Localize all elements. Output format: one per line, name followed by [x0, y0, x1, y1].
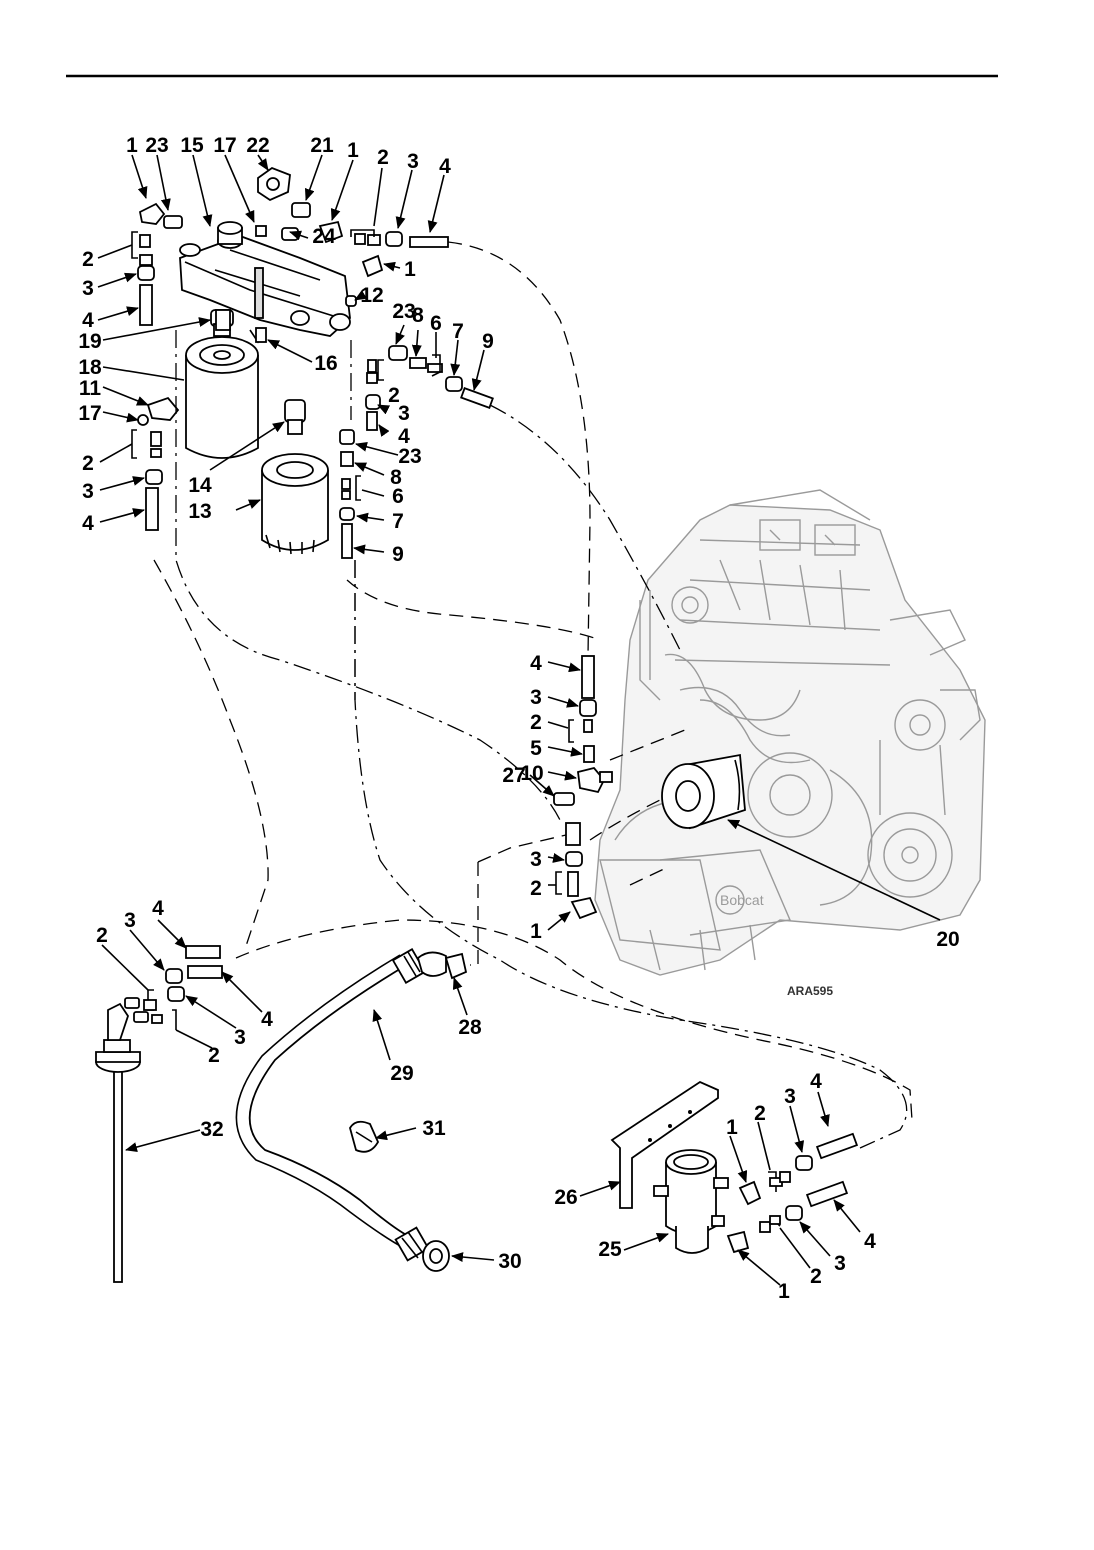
callout: 8	[412, 304, 424, 327]
callout: 31	[422, 1117, 446, 1140]
callout: 2	[208, 1044, 220, 1067]
callout: 9	[392, 543, 404, 566]
callout: 21	[310, 134, 334, 157]
callout: 3	[234, 1026, 246, 1049]
callout: 3	[82, 480, 94, 503]
callout: 2	[530, 877, 542, 900]
callout: 32	[200, 1118, 223, 1141]
callout: 4	[810, 1070, 822, 1093]
callout: 1	[530, 920, 542, 943]
callout: 4	[82, 309, 94, 332]
callout: 1	[126, 134, 138, 157]
callout: 17	[213, 134, 236, 157]
callout: 25	[598, 1238, 622, 1261]
callout: 1	[726, 1116, 738, 1139]
callout: 3	[398, 402, 410, 425]
callout: 26	[554, 1186, 577, 1209]
callout: 17	[78, 402, 101, 425]
callout: 24	[312, 225, 336, 248]
fuel-filter-18	[186, 337, 258, 458]
callout: 27	[502, 764, 525, 787]
callout: 11	[79, 377, 102, 400]
engine-assembly: Bobcat	[595, 490, 985, 975]
callout: 19	[78, 330, 101, 353]
callout: 4	[82, 512, 94, 535]
callout: 5	[530, 737, 542, 760]
callout: 2	[82, 452, 94, 475]
callout: 1	[347, 139, 359, 162]
callout: 23	[145, 134, 168, 157]
fuel-hose	[236, 949, 466, 1271]
callout: 2	[377, 146, 389, 169]
callout: 18	[78, 356, 102, 379]
fuel-filter-13	[262, 400, 328, 554]
callout: 20	[936, 928, 959, 951]
callout: 9	[482, 330, 494, 353]
fuel-pickup	[96, 946, 222, 1282]
callout: 3	[530, 686, 542, 709]
callout: 29	[390, 1062, 413, 1085]
callout: 3	[407, 150, 419, 173]
callout: 23	[398, 445, 421, 468]
callout: 14	[188, 474, 212, 497]
callout: 4	[152, 897, 164, 920]
callout: 3	[834, 1252, 846, 1275]
callout: 4	[864, 1230, 876, 1253]
callout: 16	[314, 352, 337, 375]
callout: 4	[261, 1008, 273, 1031]
callout: 3	[784, 1085, 796, 1108]
callout: 1	[404, 258, 416, 281]
callout: 30	[498, 1250, 521, 1273]
callout: 12	[360, 284, 383, 307]
figure-code: ARA595	[787, 984, 833, 998]
water-separator	[612, 1082, 857, 1253]
callout: 2	[96, 924, 108, 947]
callout: 3	[124, 909, 136, 932]
callout: 2	[530, 711, 542, 734]
callout: 7	[452, 320, 464, 343]
callout: 6	[430, 312, 442, 335]
callout: 13	[188, 500, 211, 523]
callout: 2	[754, 1102, 766, 1125]
callout: 2	[810, 1265, 822, 1288]
callout: 22	[246, 134, 269, 157]
callout: 4	[439, 155, 451, 178]
callout: 15	[180, 134, 204, 157]
svg-text:Bobcat: Bobcat	[720, 892, 764, 908]
callout: 2	[82, 248, 94, 271]
callout: 3	[530, 848, 542, 871]
callout: 1	[778, 1280, 790, 1303]
callout: 6	[392, 485, 404, 508]
callout: 7	[392, 510, 404, 533]
callout: 28	[458, 1016, 482, 1039]
callout: 3	[82, 277, 94, 300]
callout: 4	[530, 652, 542, 675]
